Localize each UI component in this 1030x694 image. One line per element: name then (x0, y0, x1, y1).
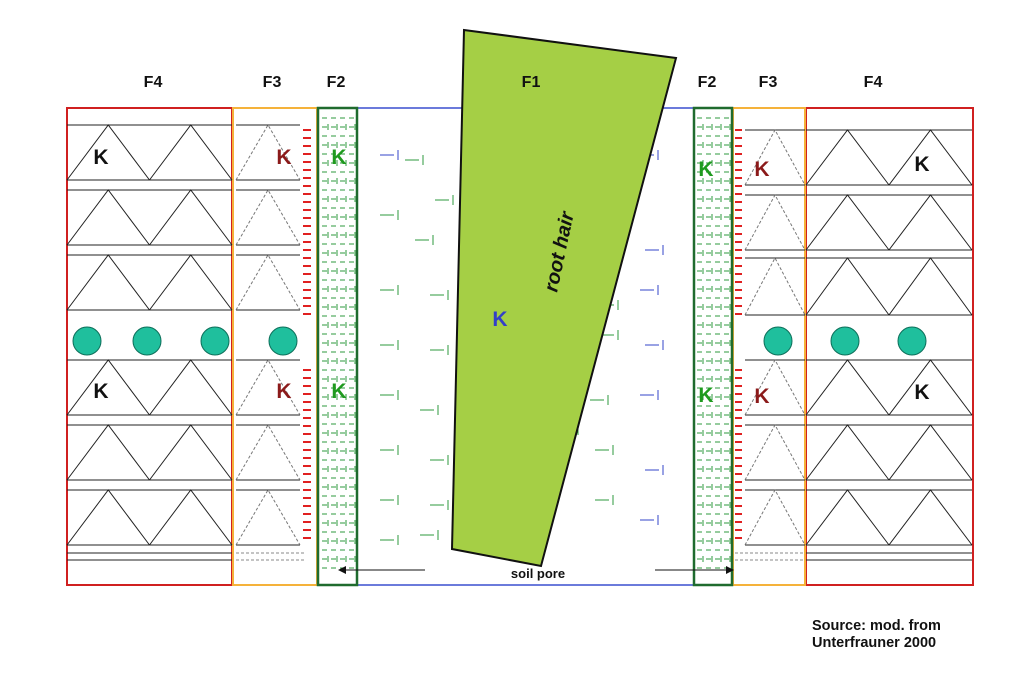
f4-left-triangle-0-0 (66, 124, 150, 181)
f3-left-triangle-4-0 (235, 424, 301, 481)
k-fixed-f4-left-top: K (93, 146, 109, 169)
f2-right-frame (692, 106, 734, 587)
f4-left-triangle-5-0 (66, 489, 150, 546)
soil-pore-arrowhead-left (338, 566, 346, 574)
f3-left-triangle-5-0 (235, 489, 301, 546)
k-solution-f1: K (492, 308, 508, 331)
soil-pore-arrowhead-right (726, 566, 734, 574)
f4-right-triangle-1-1 (888, 194, 973, 251)
f4-right-triangle-1-0 (805, 194, 890, 251)
f4-left-triangle-2-0 (66, 254, 150, 311)
f2-left-frame (316, 106, 359, 587)
f3-left-triangle-1-0 (235, 189, 301, 246)
f4-right-triangle-2-1 (888, 257, 973, 316)
f3-right-triangle-0-0 (744, 128, 806, 186)
f4-left-triangle-1-0 (66, 189, 150, 246)
k-exchangeable-f2-right-top: K (698, 158, 714, 181)
f4-right-triangle-5-1 (888, 489, 973, 546)
f4-left-triangle-5-1 (149, 489, 233, 546)
f3-right-triangle-3-0 (744, 358, 806, 416)
f3-right-triangle-5-0 (744, 488, 806, 546)
soil-pore-label: soil pore (510, 566, 566, 581)
zone-label-f2-left: F2 (326, 74, 346, 91)
f3-right-triangle-1-0 (744, 193, 806, 251)
f4-left-triangle-2-1 (149, 254, 233, 311)
k-fixed-f4-right-top: K (914, 153, 930, 176)
f4-right-triangle-0-0 (805, 129, 890, 186)
f4-left-triangle-4-0 (66, 424, 150, 481)
f4-left-triangle-1-1 (149, 189, 233, 246)
f3-right-triangle-2-0 (744, 256, 806, 316)
f4-right-triangle-4-1 (888, 424, 973, 481)
f4-left-triangle-0-1 (149, 124, 233, 181)
zone-label-f3-right: F3 (758, 74, 778, 91)
zone-label-f1: F1 (521, 74, 541, 91)
f4-left-triangle-4-1 (149, 424, 233, 481)
k-exchangeable-f2-right-bottom: K (698, 384, 714, 407)
f4-left-triangle-3-1 (149, 359, 233, 416)
zone-label-f4-right: F4 (863, 74, 883, 91)
f4-right-triangle-3-0 (805, 359, 890, 416)
f3-left-triangle-2-0 (235, 254, 301, 311)
k-exchangeable-f2-left-top: K (331, 146, 347, 169)
zone-label-f3-left: F3 (262, 74, 282, 91)
k-interlayer-f3-right-bottom: K (754, 385, 770, 408)
zone-label-f4-left: F4 (143, 74, 163, 91)
source-line-1: Source: mod. from (812, 618, 941, 634)
f4-right-triangle-2-0 (805, 257, 890, 316)
f4-right-triangle-5-0 (805, 489, 890, 546)
f4-left-triangle-3-0 (66, 359, 150, 416)
root-hair (450, 28, 678, 568)
k-fixed-f4-left-bottom: K (93, 380, 109, 403)
zone-label-f2-right: F2 (697, 74, 717, 91)
f4-right-triangle-3-1 (888, 359, 973, 416)
f3-left-triangle-3-0 (235, 359, 301, 416)
k-fixed-f4-right-bottom: K (914, 381, 930, 404)
mineral-particle-0 (72, 326, 102, 356)
mineral-particle-3 (268, 326, 298, 356)
f3-left-triangle-0-0 (235, 124, 301, 181)
mineral-particle-4 (763, 326, 793, 356)
k-interlayer-f3-left-bottom: K (276, 380, 292, 403)
k-exchangeable-f2-left-bottom: K (331, 380, 347, 403)
mineral-particle-2 (200, 326, 230, 356)
source-line-2: Unterfrauner 2000 (812, 635, 937, 651)
k-interlayer-f3-left-top: K (276, 146, 292, 169)
source-citation: Source: mod. from Unterfrauner 2000 (812, 618, 941, 652)
k-interlayer-f3-right-top: K (754, 158, 770, 181)
mineral-particle-6 (897, 326, 927, 356)
f4-right-triangle-4-0 (805, 424, 890, 481)
f4-right-triangle-0-1 (888, 129, 973, 186)
mineral-particle-1 (132, 326, 162, 356)
mineral-particle-5 (830, 326, 860, 356)
f3-right-triangle-4-0 (744, 423, 806, 481)
